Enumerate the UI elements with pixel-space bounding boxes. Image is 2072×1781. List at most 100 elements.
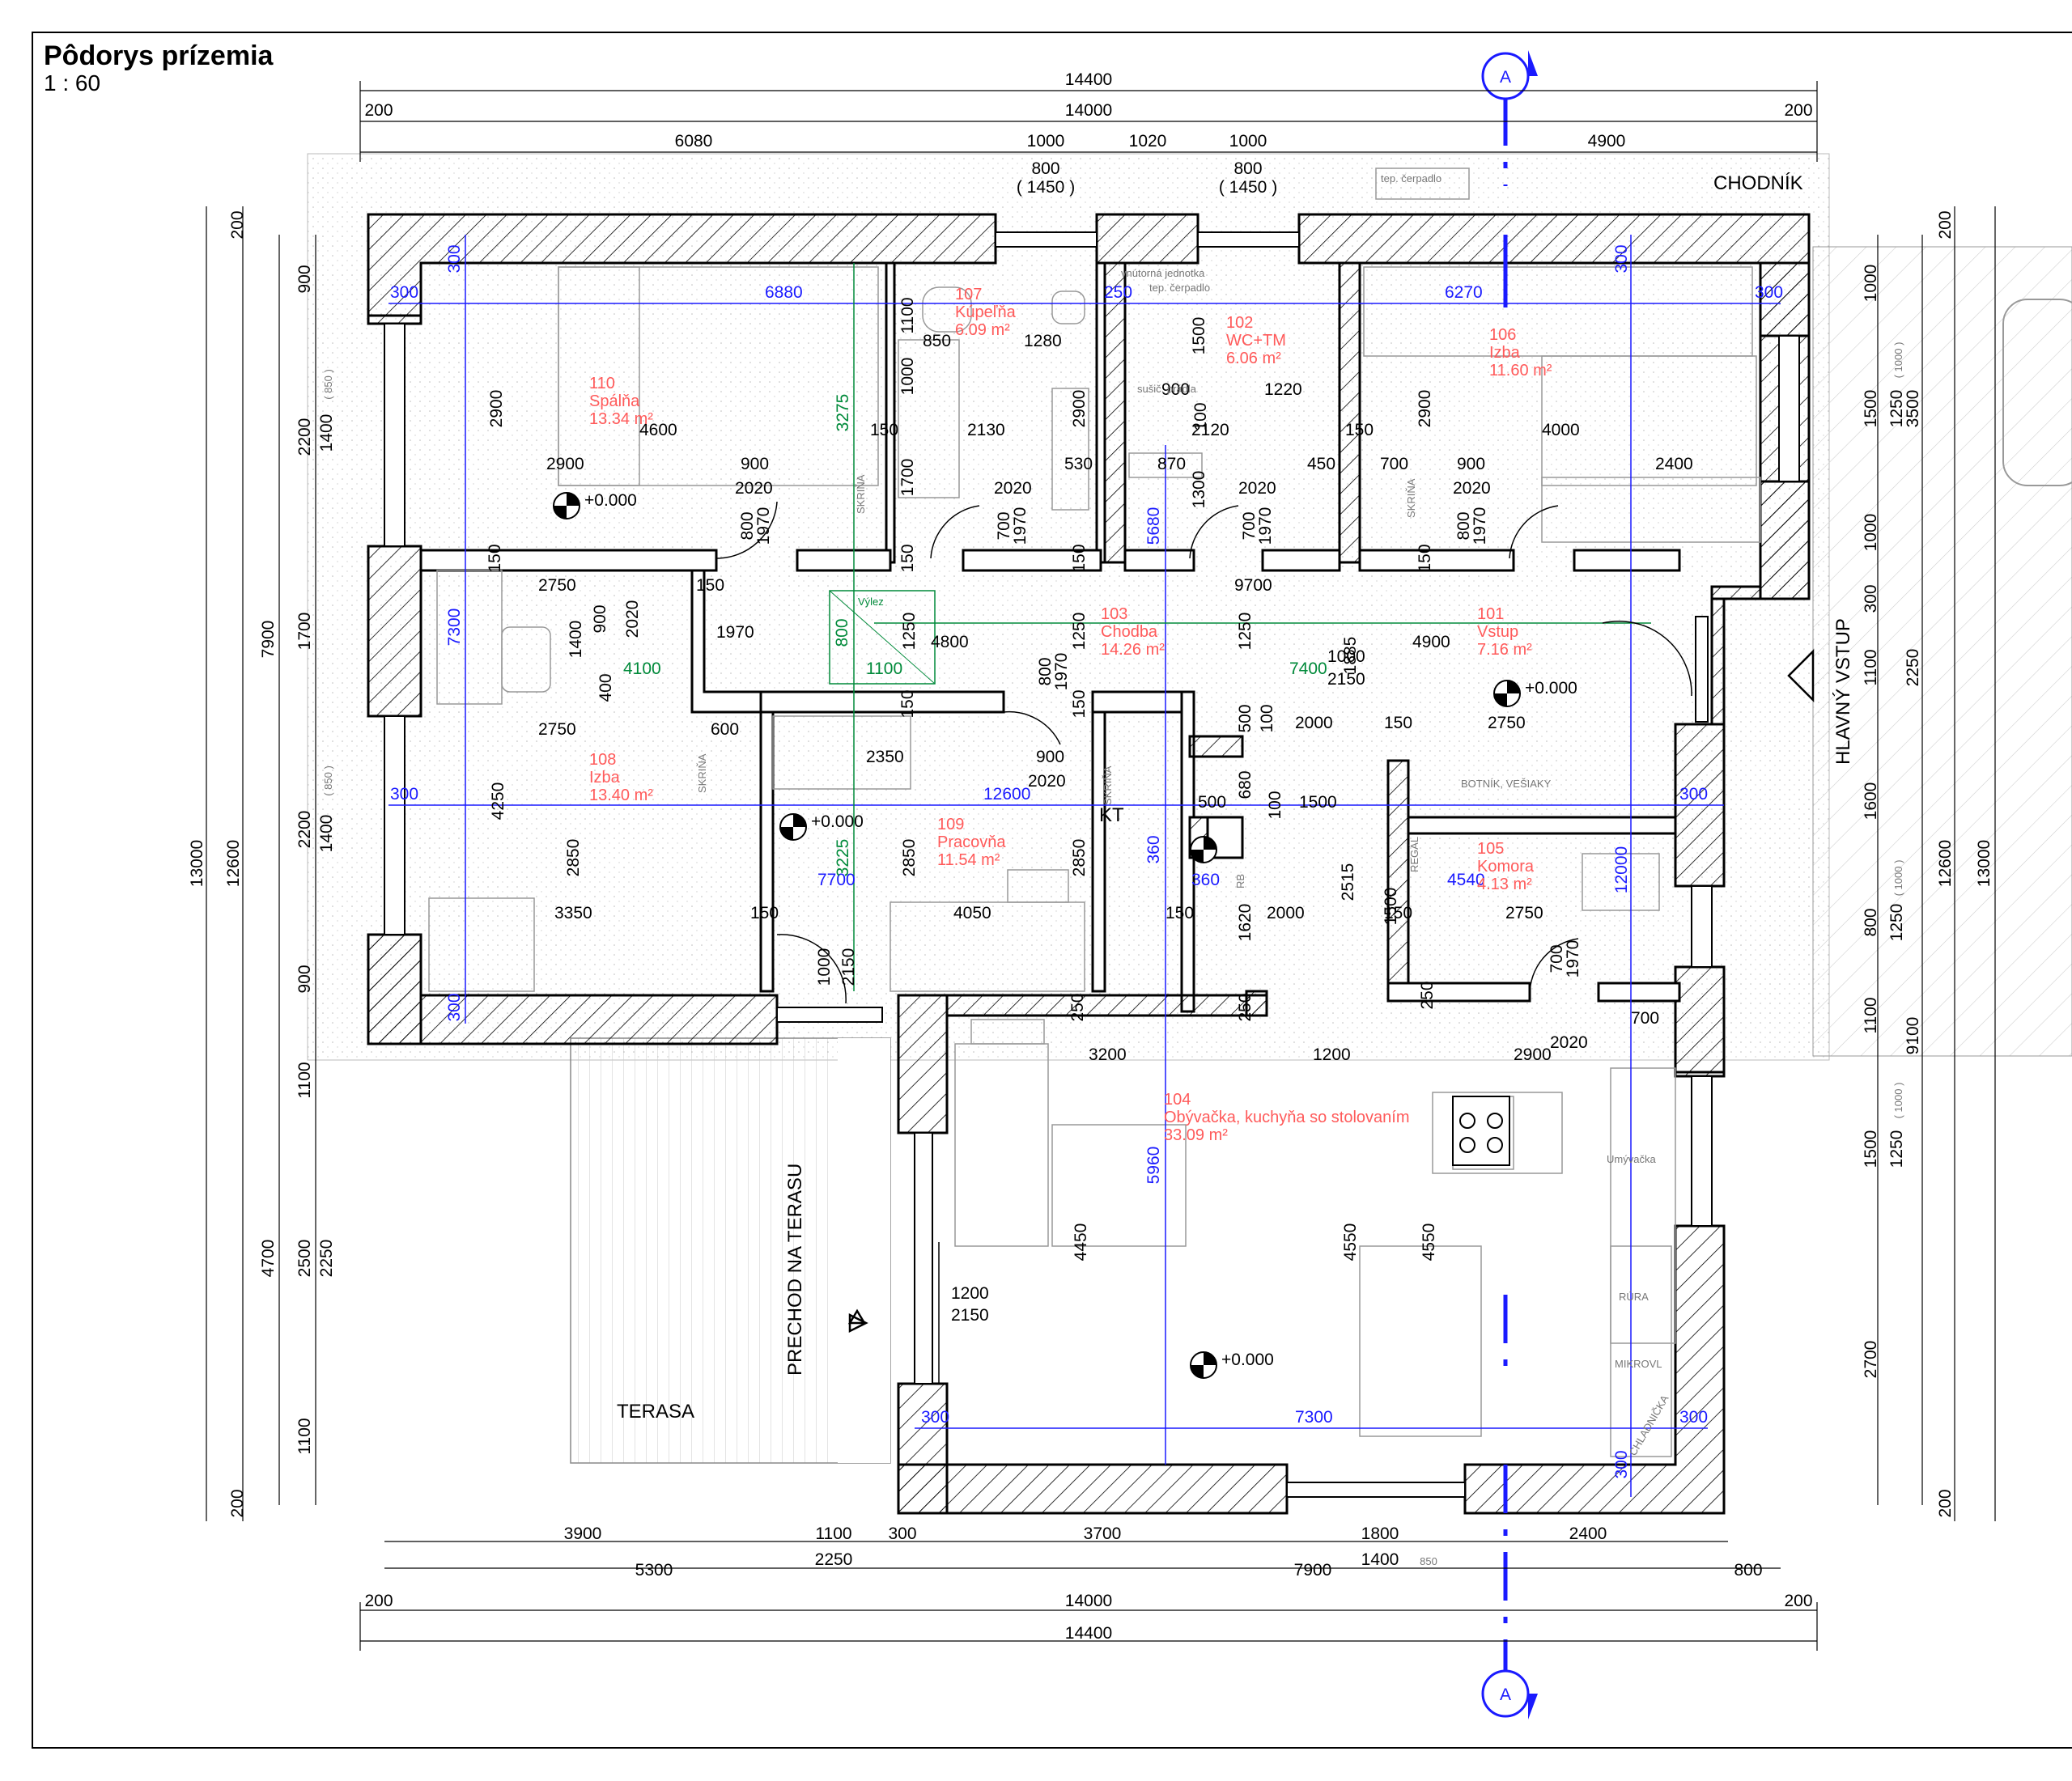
dim-i-12600: 12600: [983, 785, 1030, 804]
svg-text:150: 150: [898, 689, 917, 718]
exterior-walls: [367, 213, 1811, 1515]
dim-bot-200-right: 200: [1784, 1592, 1812, 1610]
svg-text:1400: 1400: [567, 621, 585, 659]
dim-left-1100a: 1100: [295, 1062, 314, 1098]
svg-text:2150: 2150: [839, 948, 858, 986]
label-heat-pump-2: tep. čerpadlo: [1149, 282, 1210, 294]
dim-top-total: 14400: [1065, 70, 1112, 89]
label-terrace-passage: PRECHOD NA TERASU: [784, 1164, 806, 1376]
label-shelf: REGÁL: [1408, 837, 1420, 872]
label-chodnik: CHODNÍK: [1713, 172, 1803, 194]
svg-text:1885: 1885: [1341, 637, 1360, 675]
dim-bot-inner: 14000: [1065, 1592, 1112, 1610]
dim-left-1400a: 1400: [317, 414, 336, 452]
dim-top-800b: 800: [1233, 159, 1262, 178]
dim-left-1100b: 1100: [295, 1418, 314, 1454]
label-heat-pump: tep. čerpadlo: [1381, 172, 1441, 184]
svg-text:2020: 2020: [1028, 772, 1066, 791]
svg-text:1100: 1100: [898, 297, 917, 333]
room-104: 104 Obývačka, kuchyňa so stolovaním 33.0…: [1164, 1091, 1409, 1144]
svg-text:109: 109: [937, 816, 964, 833]
svg-text:4050: 4050: [953, 904, 991, 922]
svg-text:150: 150: [1070, 544, 1089, 572]
svg-text:110: 110: [589, 375, 615, 392]
dim-i-300h: 300: [445, 993, 464, 1021]
svg-text:500: 500: [1236, 704, 1255, 732]
dim-right-1600: 1600: [1862, 782, 1880, 821]
svg-text:100: 100: [1191, 402, 1210, 430]
dim-left-1400b: 1400: [317, 815, 336, 853]
svg-text:6.09 m²: 6.09 m²: [955, 321, 1010, 339]
dim-g-800: 800: [833, 618, 851, 647]
label-main-entrance: HLAVNÝ VSTUP: [1832, 618, 1854, 765]
drawing-scale: 1 : 60: [44, 70, 101, 95]
section-marker-top: A: [1481, 50, 1538, 100]
svg-text:7.16 m²: 7.16 m²: [1477, 641, 1532, 659]
svg-text:Komora: Komora: [1477, 858, 1535, 876]
svg-text:1970: 1970: [1564, 940, 1582, 978]
heat-pump-unit: [1375, 167, 1470, 200]
svg-text:700: 700: [1548, 944, 1566, 973]
dim-right-2700: 2700: [1862, 1341, 1880, 1379]
dim-left-2250: 2250: [317, 1240, 336, 1278]
svg-text:2350: 2350: [866, 748, 904, 766]
dimension-lines: [206, 81, 1996, 1651]
svg-text:1220: 1220: [1264, 380, 1302, 399]
svg-text:900: 900: [1161, 380, 1190, 399]
svg-text:1970: 1970: [1256, 507, 1275, 545]
svg-text:800: 800: [1454, 511, 1473, 540]
svg-text:900: 900: [591, 604, 609, 633]
section-marker-bottom: A: [1481, 1669, 1538, 1720]
svg-text:150: 150: [1070, 689, 1089, 718]
dim-i-300b: 300: [1755, 283, 1783, 302]
dim-right-1500a: 1500: [1862, 390, 1880, 428]
svg-text:700: 700: [1631, 1009, 1659, 1028]
dim-right-2250: 2250: [1904, 649, 1922, 687]
sheet-border: [32, 32, 2072, 1749]
attic-hatch-diag: [829, 590, 936, 685]
dim-left-1700: 1700: [295, 613, 314, 651]
room-107: 107 Kúpeľňa 6.09 m²: [955, 286, 1017, 339]
dim-g-3225: 3225: [834, 839, 852, 877]
dim-bot-300: 300: [888, 1524, 916, 1543]
room-110: 110 Spálňa 13.34 m²: [589, 375, 653, 428]
svg-text:500: 500: [1198, 793, 1226, 812]
svg-text:1700: 1700: [898, 459, 917, 497]
svg-text:1500: 1500: [1299, 793, 1337, 812]
svg-text:3350: 3350: [554, 904, 592, 922]
svg-text:250: 250: [1236, 993, 1255, 1021]
dim-i-7700: 7700: [817, 871, 856, 889]
entrance-paving: [1812, 246, 2072, 1057]
room-labels: 110 Spálňa 13.34 m² 107 Kúpeľňa 6.09 m² …: [589, 286, 1552, 1144]
dim-right-1100a: 1100: [1862, 649, 1880, 685]
svg-text:2000: 2000: [1295, 714, 1333, 732]
svg-text:Izba: Izba: [1489, 344, 1521, 362]
svg-text:2020: 2020: [623, 600, 642, 638]
room-106: 106 Izba 11.60 m²: [1489, 326, 1552, 380]
svg-text:Obývačka, kuchyňa so stolovaní: Obývačka, kuchyňa so stolovaním: [1164, 1109, 1409, 1126]
cooktop-icon: [1452, 1096, 1510, 1166]
svg-text:530: 530: [1064, 455, 1093, 473]
svg-text:870: 870: [1157, 455, 1186, 473]
dim-right-1250b: 1250: [1887, 904, 1906, 942]
svg-text:1970: 1970: [754, 507, 773, 545]
dim-top-6080: 6080: [675, 132, 713, 151]
attic-hatch: [829, 590, 936, 685]
svg-text:250: 250: [1418, 981, 1437, 1009]
dim-left-7900: 7900: [259, 621, 278, 659]
svg-text:100: 100: [1258, 704, 1276, 732]
label-dishwasher: Umývačka: [1607, 1153, 1656, 1165]
svg-text:800: 800: [738, 511, 757, 540]
label-indoor-unit: vnútorná jednotka: [1121, 267, 1205, 279]
room-105: 105 Komora 4.13 m²: [1477, 840, 1535, 893]
svg-text:4550: 4550: [1341, 1223, 1360, 1262]
dim-i-300c: 300: [390, 785, 418, 804]
svg-text:2020: 2020: [1550, 1033, 1588, 1052]
dim-i-6270: 6270: [1445, 283, 1483, 302]
svg-text:150: 150: [750, 904, 779, 922]
dim-left-2200a: 2200: [295, 418, 314, 456]
dim-left-850b: ( 850 ): [322, 765, 334, 796]
label-wardrobe-1: SKRIŇA: [855, 474, 867, 514]
dim-right-3500: 3500: [1904, 390, 1922, 428]
dim-g-3275: 3275: [834, 394, 852, 432]
